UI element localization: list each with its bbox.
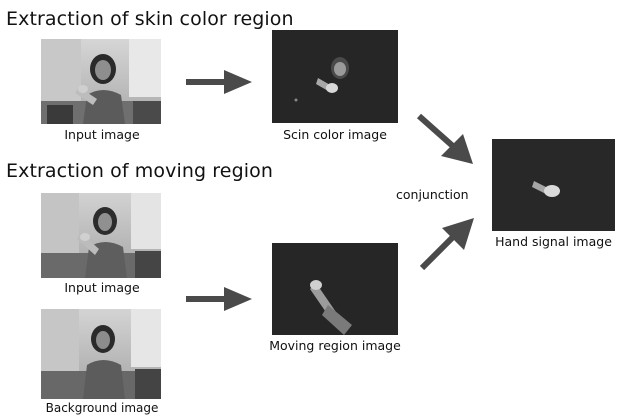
skin-color-image-caption: Scin color image — [270, 127, 400, 142]
moving-section-title: Extraction of moving region — [6, 160, 273, 182]
moving-region-image-caption: Moving region image — [260, 338, 410, 353]
input-image-top — [41, 39, 161, 124]
conjunction-label: conjunction — [396, 187, 484, 202]
input-image-top-caption: Input image — [56, 127, 148, 142]
background-image-caption: Background image — [40, 401, 164, 415]
arrow-right-icon — [184, 68, 254, 96]
hand-signal-image-caption: Hand signal image — [490, 234, 617, 249]
moving-region-image — [272, 243, 398, 335]
input-image-middle — [41, 193, 161, 278]
arrow-right-icon — [184, 285, 254, 313]
background-image — [41, 309, 161, 399]
input-image-middle-caption: Input image — [56, 280, 148, 295]
hand-signal-image — [492, 139, 615, 231]
skin-color-image — [272, 30, 398, 123]
skin-section-title: Extraction of skin color region — [6, 8, 294, 30]
arrow-up-right-icon — [418, 214, 478, 272]
arrow-down-right-icon — [415, 112, 477, 168]
